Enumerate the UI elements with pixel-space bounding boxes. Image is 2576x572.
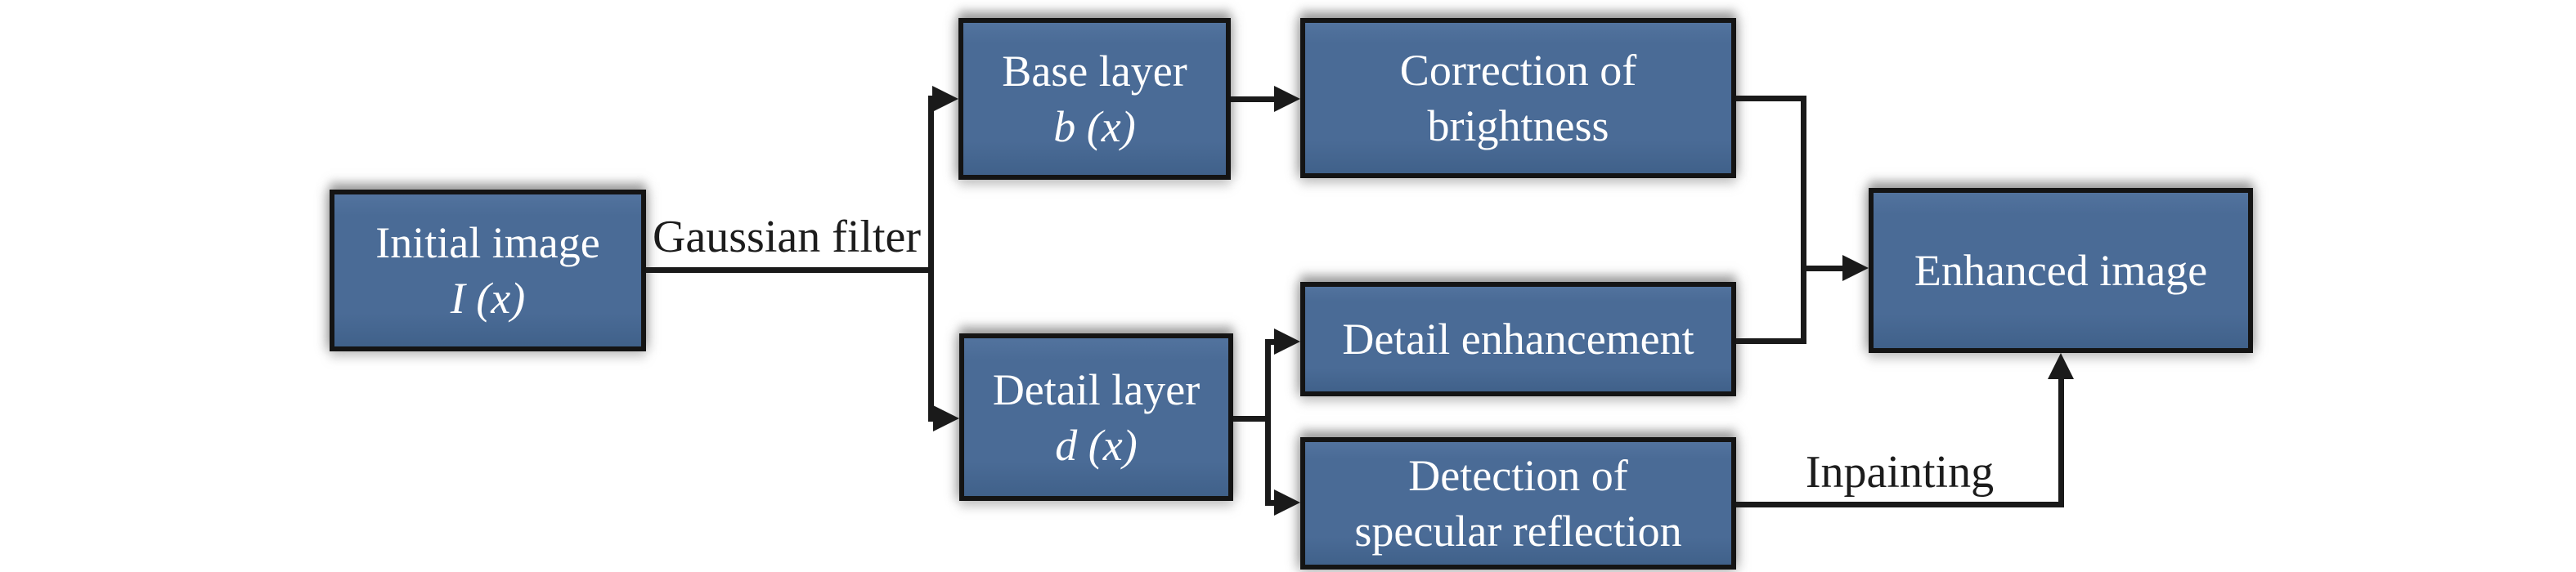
base-layer-node: Base layer b (x) (958, 18, 1231, 180)
node-label-line: Base layer (1002, 47, 1187, 96)
node-label-line: Initial image (375, 218, 600, 267)
arrowhead-icon (1274, 86, 1300, 112)
connector-correction-out (1736, 96, 1806, 101)
arrowhead-icon (932, 86, 958, 112)
connector-inpainting-vertical (2058, 374, 2064, 507)
node-label-line: Detection of (1408, 451, 1628, 500)
node-formula-line: d (x) (1055, 420, 1138, 470)
node-label-line: brightness (1427, 101, 1609, 150)
connector-splitter-to-detail-enhancement (1265, 339, 1280, 345)
node-label-line: Detail layer (992, 364, 1200, 414)
node-label-line: Detail enhancement (1342, 315, 1694, 364)
arrowhead-icon (933, 405, 959, 431)
node-formula-line: b (x) (1053, 102, 1136, 151)
enhanced-image-node: Enhanced image (1869, 188, 2253, 353)
arrowhead-icon (1274, 489, 1300, 516)
connector-detail-layer-out (1233, 416, 1271, 422)
connector-branch-vertical (928, 96, 934, 420)
connector-splitter-vertical (1265, 339, 1271, 506)
arrowhead-icon (1274, 328, 1300, 355)
correction-of-brightness-node: Correction of brightness (1300, 18, 1736, 178)
initial-image-node: Initial image I (x) (330, 190, 646, 351)
connector-splitter-to-detection (1265, 500, 1280, 506)
connector-collector-vertical (1801, 96, 1806, 344)
node-label-line: specular reflection (1354, 507, 1682, 556)
detail-enhancement-node: Detail enhancement (1300, 282, 1736, 396)
arrowhead-icon (2048, 353, 2074, 379)
node-formula-line: I (x) (450, 274, 526, 323)
connector-detection-inpainting (1736, 502, 2063, 507)
node-label-line: Correction of (1399, 46, 1637, 95)
connector-initial-to-branch (646, 267, 933, 273)
arrowhead-icon (1842, 255, 1869, 281)
detection-of-specular-reflection-node: Detection of specular reflection (1300, 437, 1736, 570)
detail-layer-node: Detail layer d (x) (959, 333, 1233, 501)
connector-base-to-correction (1231, 96, 1281, 102)
connector-detail-enhancement-out (1736, 338, 1806, 344)
connector-collector-to-enhanced (1801, 266, 1848, 271)
node-label-line: Enhanced image (1914, 246, 2208, 295)
inpainting-edge-label: Inpainting (1805, 447, 1995, 498)
gaussian-filter-edge-label: Gaussian filter (652, 212, 922, 262)
